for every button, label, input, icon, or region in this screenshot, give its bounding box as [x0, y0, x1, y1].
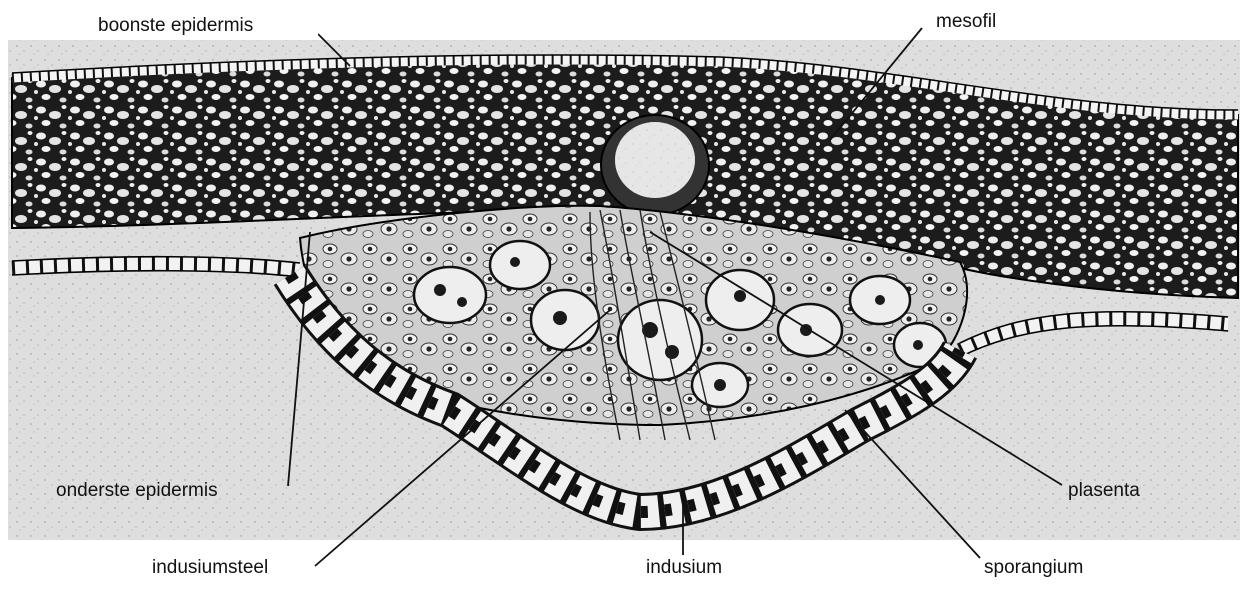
label-mesofil: mesofil: [936, 11, 996, 32]
label-sporangium: sporangium: [984, 557, 1083, 578]
label-indusium: indusium: [646, 557, 722, 578]
label-onderste-epidermis: onderste epidermis: [56, 480, 218, 501]
vascular-bundle-grain: [615, 122, 695, 198]
label-plasenta: plasenta: [1068, 480, 1140, 501]
label-indusiumsteel: indusiumsteel: [152, 557, 268, 578]
label-boonste-epidermis: boonste epidermis: [98, 15, 253, 36]
